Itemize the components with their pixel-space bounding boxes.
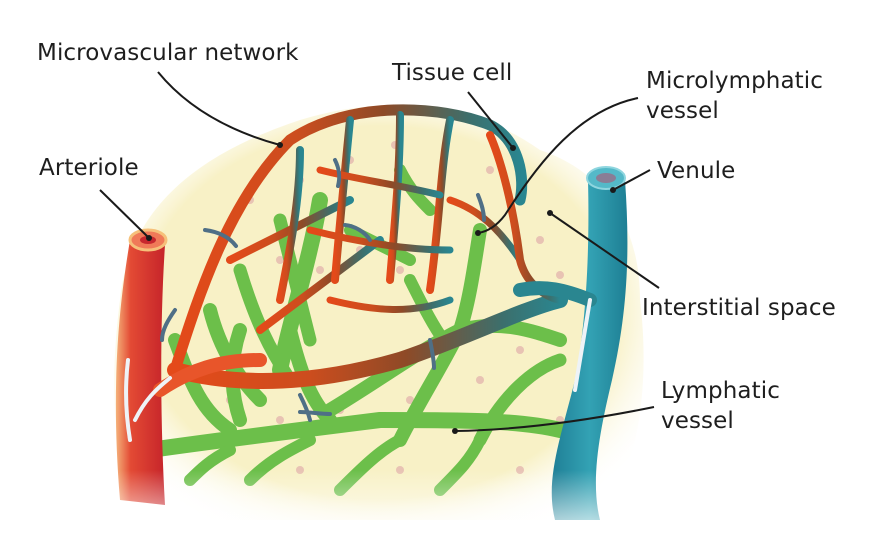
label-arteriole: Arteriole <box>39 153 139 183</box>
leader-venule <box>612 169 651 191</box>
leader-interstitial-space <box>549 212 660 289</box>
label-lymphatic-vessel: Lymphatic vessel <box>661 376 780 436</box>
leader-tissue-cell <box>467 91 514 149</box>
flow-arrows <box>160 158 486 422</box>
leader-microvascular-network <box>157 71 281 146</box>
label-text: Tissue cell <box>392 60 513 86</box>
label-text: Microvascular network <box>37 40 299 66</box>
label-microvascular-network: Microvascular network <box>37 38 299 68</box>
leader-lines <box>99 71 660 432</box>
leader-microlymphatic-vessel <box>477 97 639 234</box>
leader-arteriole <box>99 189 150 239</box>
leader-dots <box>146 142 616 434</box>
label-microlymphatic-vessel: Microlymphatic vessel <box>646 66 823 126</box>
label-text: Venule <box>657 158 736 184</box>
leader-lymphatic-vessel <box>454 406 655 432</box>
label-interstitial-space: Interstitial space <box>642 293 836 323</box>
label-text: vessel <box>646 98 719 124</box>
label-tissue-cell: Tissue cell <box>392 58 512 88</box>
label-text: vessel <box>661 408 734 434</box>
label-text: Microlymphatic <box>646 68 824 94</box>
label-venule: Venule <box>657 156 735 186</box>
label-text: Arteriole <box>39 155 139 181</box>
label-text: Lymphatic <box>661 378 780 404</box>
label-text: Interstitial space <box>642 295 836 321</box>
blood-flow-arrows <box>123 298 592 442</box>
venule-vessel <box>513 166 628 520</box>
